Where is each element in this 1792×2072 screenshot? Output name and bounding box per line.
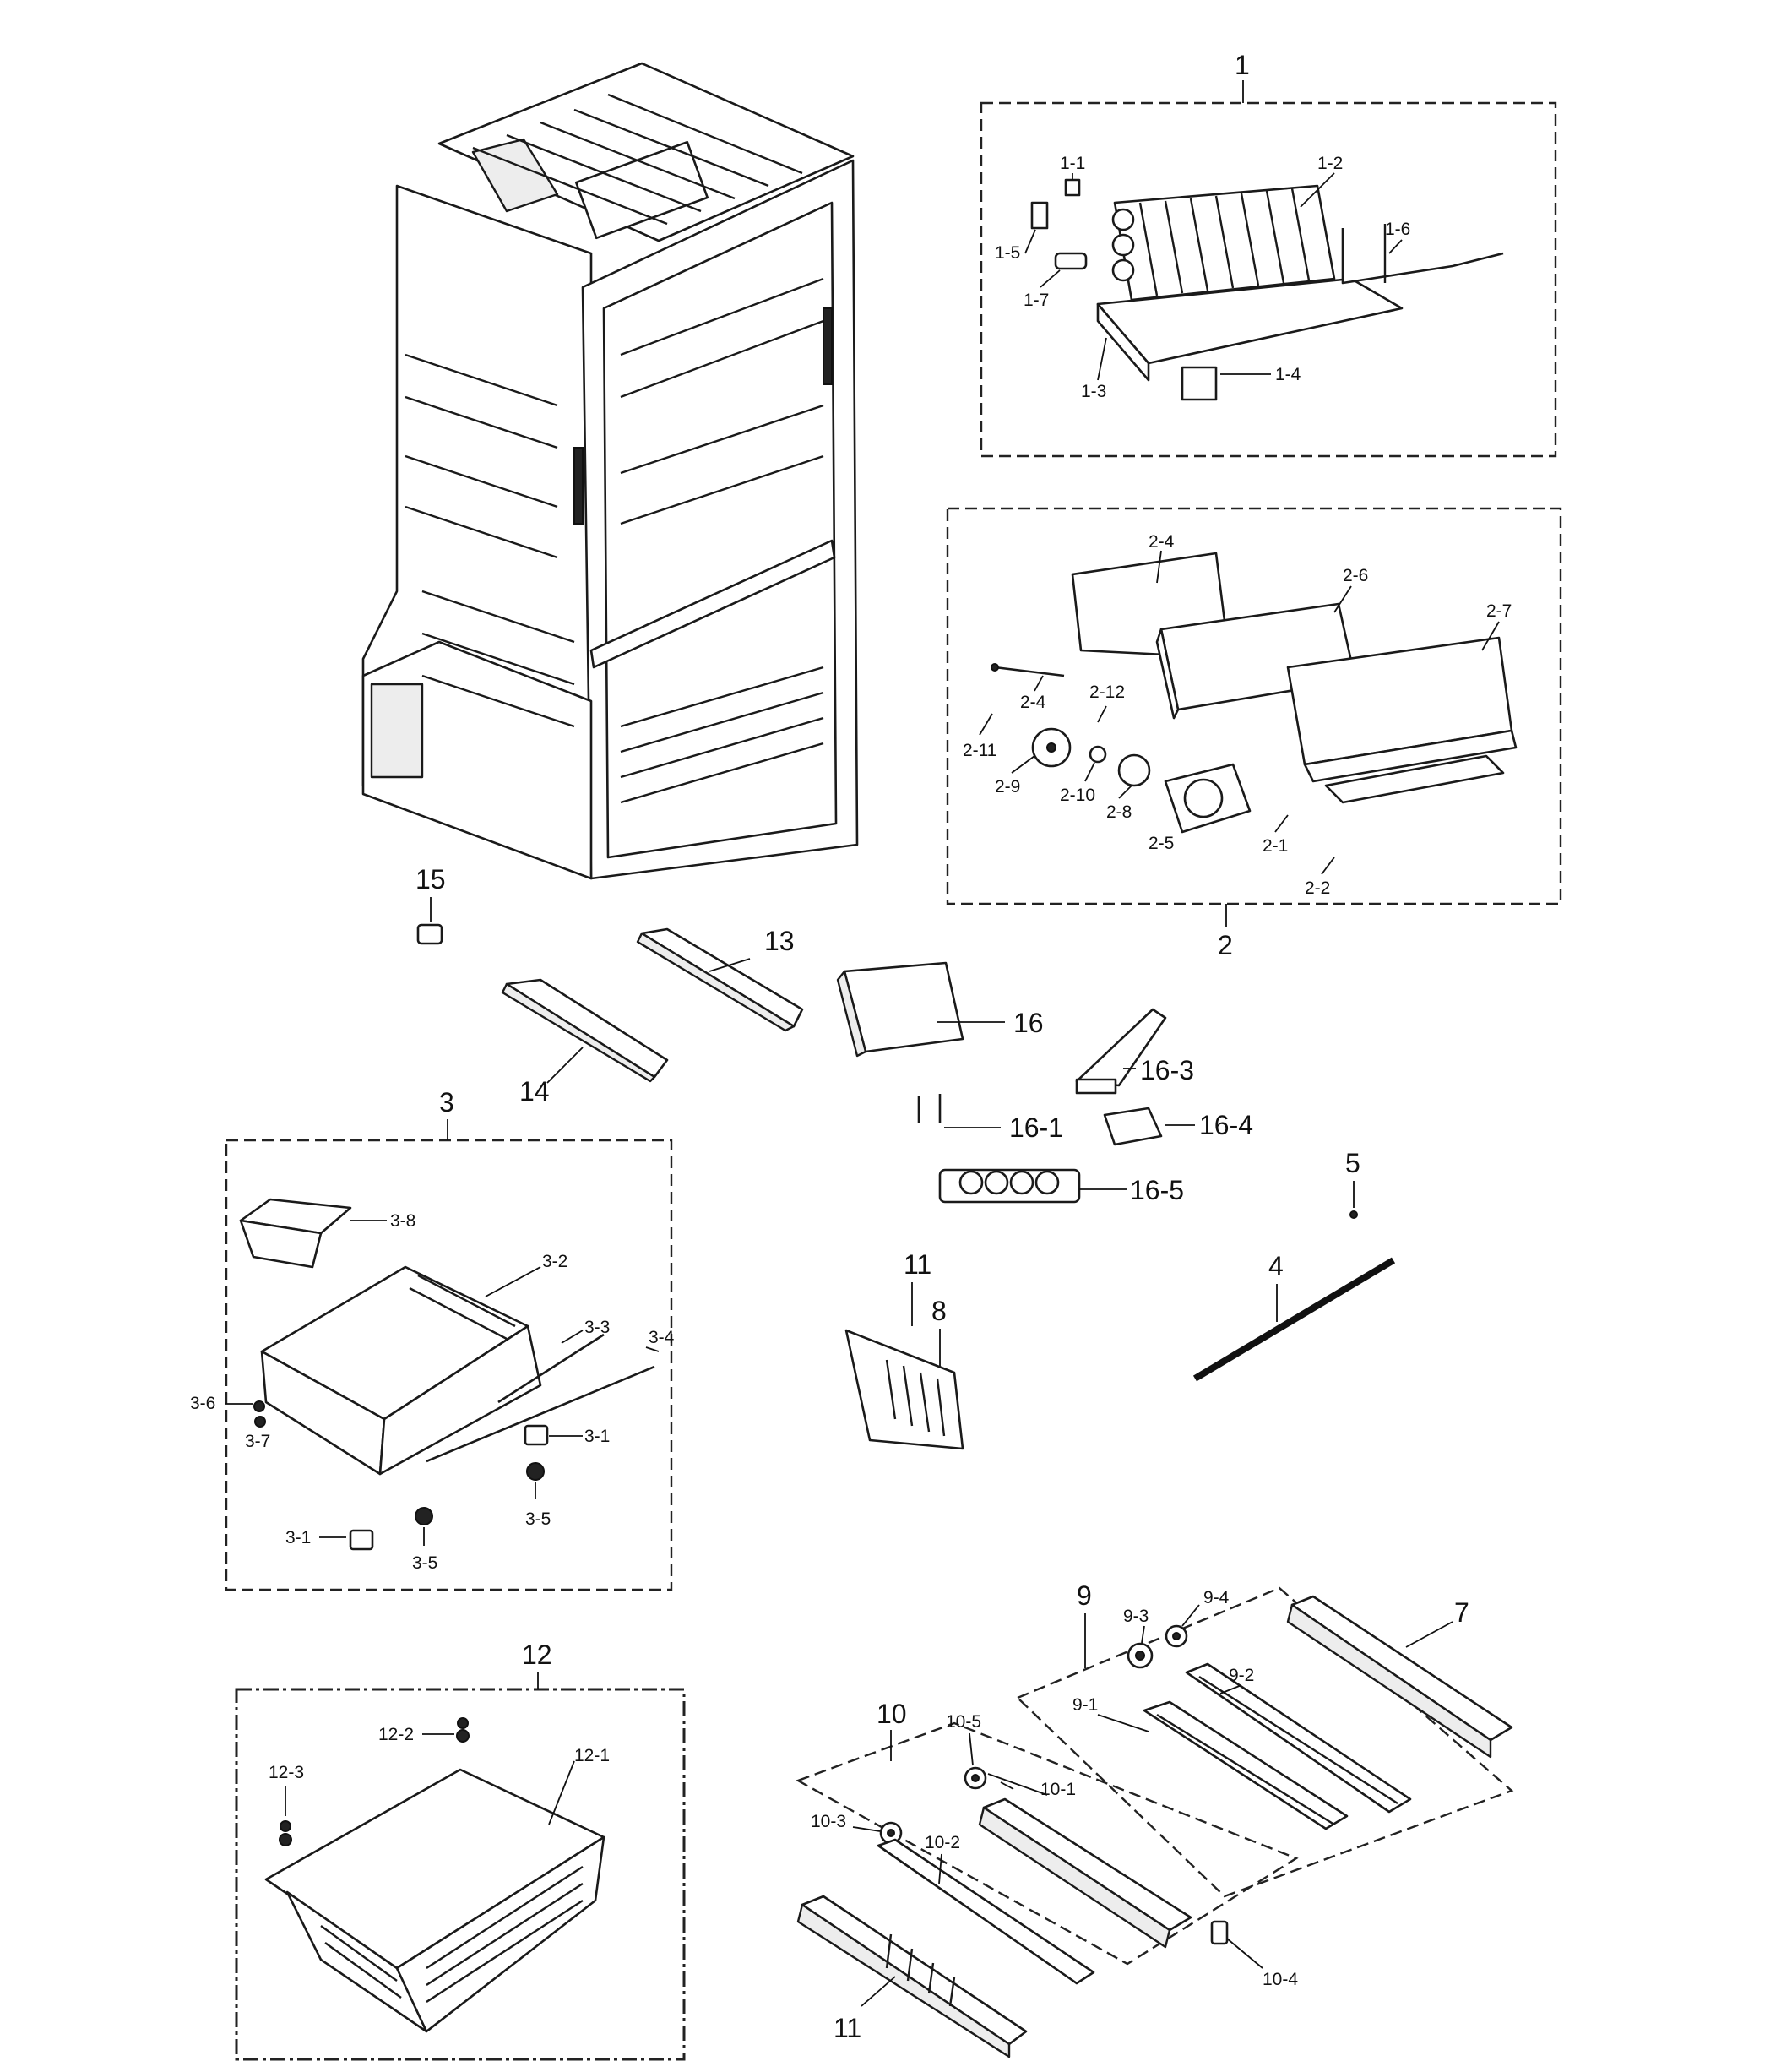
label-3-5-upper: 3-5: [525, 1509, 551, 1529]
label-2-2: 2-2: [1305, 878, 1330, 898]
label-10-5: 10-5: [946, 1712, 981, 1732]
label-12-1: 12-1: [574, 1746, 610, 1765]
part-10-2-rail: [877, 1838, 1095, 1985]
group-12-label: 12: [522, 1640, 552, 1670]
group-3-label: 3: [439, 1087, 454, 1118]
label-16-1: 16-1: [1009, 1112, 1063, 1143]
label-10-4: 10-4: [1263, 1970, 1298, 1989]
label-2-6: 2-6: [1343, 566, 1368, 585]
label-7: 11: [904, 1249, 931, 1280]
label-13: 13: [764, 926, 795, 956]
label-5: 5: [1345, 1148, 1360, 1178]
label-1-6: 1-6: [1385, 220, 1410, 239]
label-2-10: 2-10: [1060, 786, 1095, 805]
label-2-1: 2-1: [1263, 836, 1288, 856]
label-11: 11: [834, 2013, 861, 2043]
group-2-evaporator-cover-assembly: 2 2-4 2-6 2-7 2-4 2-12 2-11 2-: [946, 507, 1562, 960]
label-16-4: 16-4: [1199, 1110, 1253, 1140]
group-2-label: 2: [1218, 930, 1233, 960]
refrigerator-cabinet: [361, 62, 859, 880]
label-9-4: 9-4: [1203, 1588, 1230, 1607]
label-10-3: 10-3: [811, 1812, 846, 1831]
standalone-parts-upper: 15 13 14 16 16-3 16-1 16-4: [415, 864, 1396, 1450]
part-3-1-bracket-upper: [524, 1424, 549, 1446]
label-9-2: 9-2: [1229, 1666, 1254, 1685]
label-2-12: 2-12: [1089, 683, 1125, 702]
label-10-2: 10-2: [925, 1833, 960, 1852]
label-2-9: 2-9: [995, 777, 1020, 797]
label-16: 16: [1013, 1008, 1044, 1038]
label-16-3: 16-3: [1140, 1055, 1194, 1085]
part-8-rail: [1290, 1595, 1513, 1742]
label-1-5: 1-5: [995, 243, 1020, 263]
label-9-3: 9-3: [1123, 1607, 1149, 1626]
part-10-4-clip: [1210, 1920, 1229, 1945]
group-1-evaporator-assembly: 1 1-1 1-2 1-3 1-4 1: [980, 50, 1557, 458]
label-9-1: 9-1: [1072, 1695, 1098, 1715]
label-2-4: 2-4: [1149, 532, 1175, 552]
part-4-bar: [1192, 1257, 1396, 1382]
label-3-8: 3-8: [390, 1211, 415, 1231]
group-10-label: 10: [877, 1699, 907, 1729]
part-3-4-rail: [426, 1365, 655, 1463]
label-16-5: 16-5: [1130, 1175, 1184, 1205]
label-15: 15: [415, 864, 446, 895]
part-3-1-bracket-lower: [349, 1529, 374, 1551]
label-14: 14: [519, 1076, 550, 1107]
label-1-3: 1-3: [1081, 382, 1106, 401]
label-2-5: 2-5: [1149, 834, 1174, 853]
label-2-3: 2-4: [1020, 693, 1046, 712]
label-1-4: 1-4: [1275, 365, 1301, 384]
label-3-1-upper: 3-1: [584, 1427, 610, 1446]
label-2-7: 2-7: [1486, 601, 1512, 621]
label-2-8: 2-8: [1106, 802, 1132, 822]
label-6: 8: [931, 1296, 947, 1326]
label-3-4: 3-4: [649, 1328, 675, 1347]
group-12-basket-assembly: 12 12-1 12-2 12-3: [235, 1640, 686, 2061]
part-10-1-rail: [982, 1797, 1192, 1932]
part-9-1-rail: [1143, 1700, 1349, 1830]
label-3-1-lower: 3-1: [285, 1528, 311, 1547]
label-3-7: 3-7: [245, 1432, 270, 1451]
part-6-guard: [844, 1329, 964, 1450]
label-3-6: 3-6: [190, 1394, 215, 1413]
group-10-rail-assembly: 10 10-1 10-5 10-3 10-2 10-4: [796, 1699, 1299, 2058]
part-3-3-rail: [497, 1333, 605, 1404]
group-9-label: 9: [1077, 1580, 1092, 1611]
label-2-11: 2-11: [963, 741, 996, 760]
label-4: 4: [1268, 1251, 1284, 1281]
label-3-3: 3-3: [584, 1318, 610, 1337]
group-9-rail-assembly: 9 7 9-2 9-1 9-3 9-4: [1015, 1580, 1514, 1898]
label-12-3: 12-3: [269, 1763, 304, 1782]
part-14-rail: [505, 978, 669, 1079]
label-1-7: 1-7: [1024, 291, 1049, 310]
label-1-2: 1-2: [1317, 154, 1343, 173]
label-3-2: 3-2: [542, 1252, 567, 1271]
label-3-5-lower: 3-5: [412, 1553, 437, 1573]
label-10-1: 10-1: [1040, 1780, 1076, 1799]
part-15-clip: [416, 923, 443, 945]
part-16-4-sensor: [1103, 1107, 1163, 1146]
group-3-drawer-assembly: 3 3-8 3-2 3-3 3-4 3-6 3-7 3-1: [190, 1087, 675, 1591]
label-1-1: 1-1: [1060, 154, 1085, 173]
group-1-label: 1: [1235, 50, 1250, 80]
label-8: 7: [1454, 1597, 1469, 1628]
label-12-2: 12-2: [378, 1725, 414, 1744]
